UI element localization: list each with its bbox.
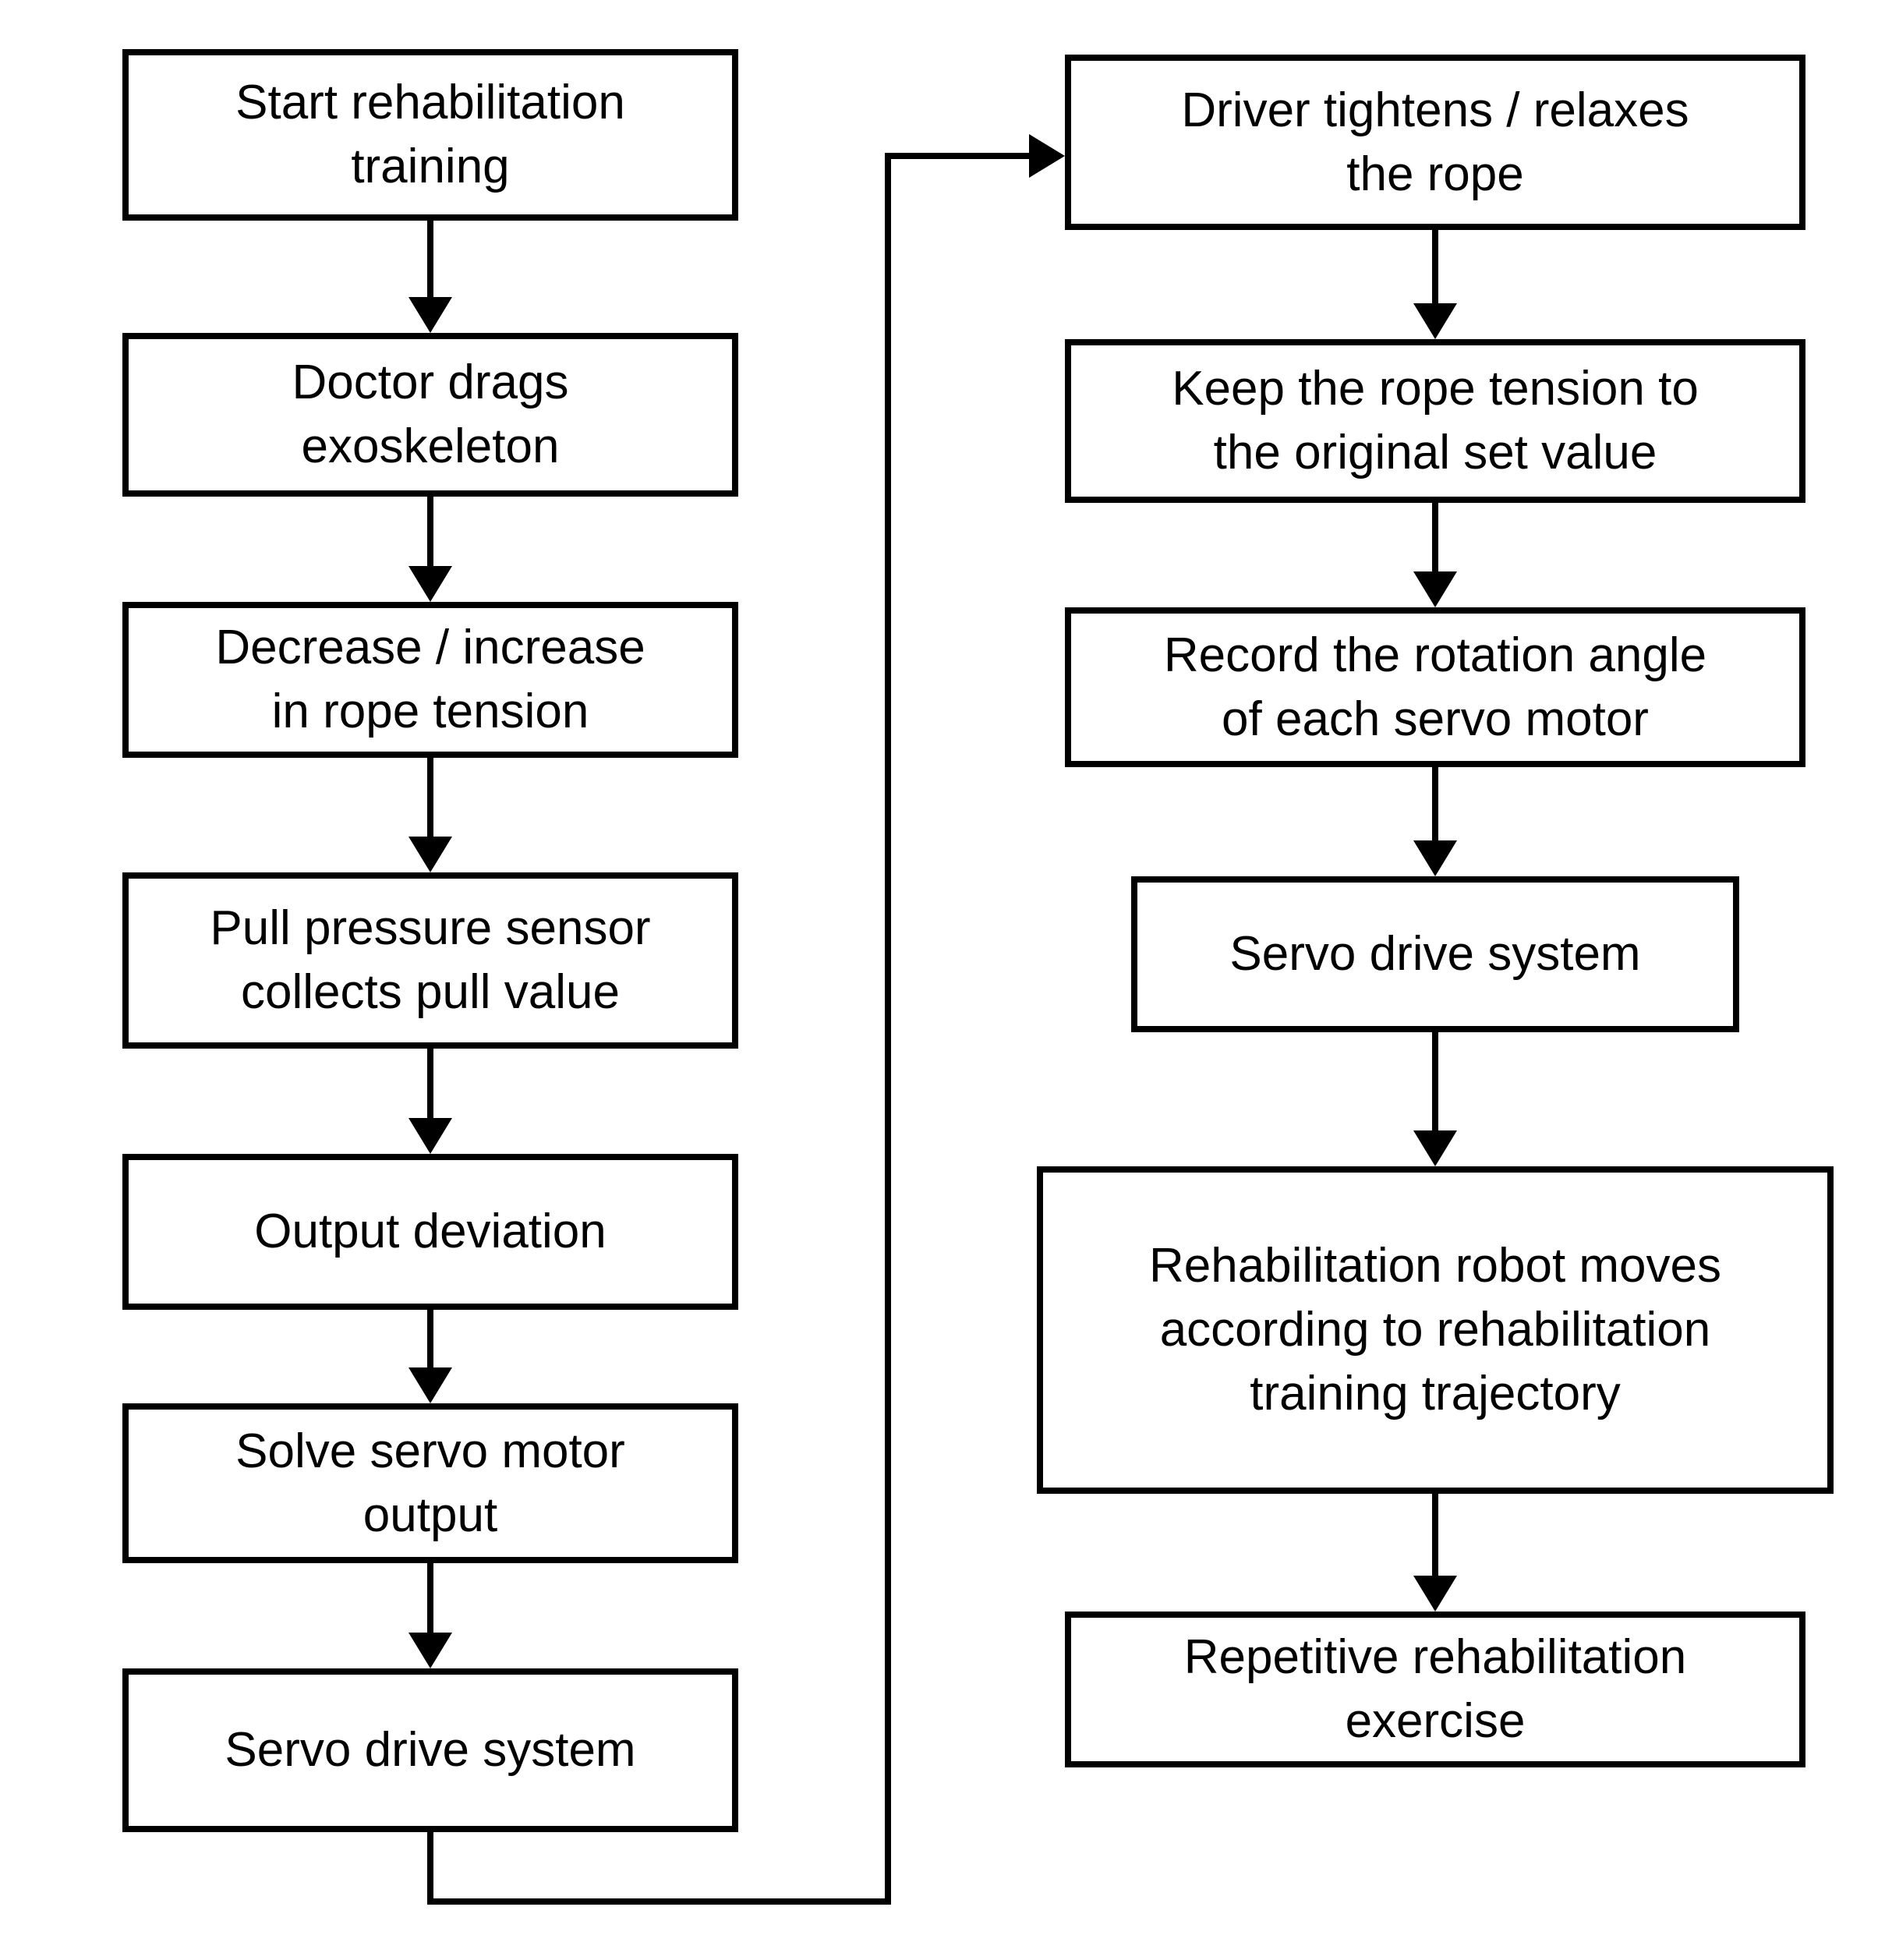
arrowhead-down-icon xyxy=(408,1118,452,1154)
node-start-rehabilitation-training: Start rehabilitation training xyxy=(122,49,738,221)
arrow-record-to-servo-drive xyxy=(1413,767,1457,876)
arrowhead-down-icon xyxy=(1413,840,1457,876)
node-decrease-increase-rope-tension: Decrease / increase in rope tension xyxy=(122,602,738,758)
node-solve-servo-motor-output: Solve servo motor output xyxy=(122,1403,738,1563)
arrow-robot-moves-to-repetitive xyxy=(1413,1494,1457,1612)
node-driver-tightens-relaxes-rope: Driver tightens / relaxes the rope xyxy=(1065,55,1805,230)
arrow-stem xyxy=(1432,503,1438,573)
node-record-rotation-angle: Record the rotation angle of each servo … xyxy=(1065,607,1805,767)
arrow-start-to-doctor xyxy=(408,221,452,333)
arrow-stem xyxy=(1432,767,1438,842)
arrow-stem xyxy=(427,221,433,299)
arrow-stem xyxy=(427,1049,433,1120)
arrow-stem xyxy=(1432,230,1438,305)
connector-arrow-into-driver xyxy=(885,134,1065,178)
arrow-stem xyxy=(1432,1032,1438,1132)
arrowhead-down-icon xyxy=(1413,571,1457,607)
node-servo-drive-system-right: Servo drive system xyxy=(1131,876,1739,1032)
arrow-servo-drive-to-robot-moves xyxy=(1413,1032,1457,1166)
arrowhead-down-icon xyxy=(408,837,452,872)
node-rehabilitation-robot-moves: Rehabilitation robot moves according to … xyxy=(1037,1166,1834,1494)
connector-up-segment xyxy=(885,153,891,1905)
arrow-stem xyxy=(885,153,1031,159)
arrow-stem xyxy=(427,1310,433,1369)
arrow-doctor-to-decrease xyxy=(408,497,452,602)
arrow-sensor-to-deviation xyxy=(408,1049,452,1154)
arrowhead-down-icon xyxy=(1413,1576,1457,1612)
node-output-deviation: Output deviation xyxy=(122,1154,738,1310)
arrow-deviation-to-solve xyxy=(408,1310,452,1403)
node-pull-pressure-sensor: Pull pressure sensor collects pull value xyxy=(122,872,738,1049)
arrow-keep-to-record xyxy=(1413,503,1457,607)
arrow-solve-to-servo-drive xyxy=(408,1563,452,1668)
arrowhead-down-icon xyxy=(1413,1130,1457,1166)
arrow-stem xyxy=(427,497,433,568)
arrow-stem xyxy=(1432,1494,1438,1577)
node-doctor-drags-exoskeleton: Doctor drags exoskeleton xyxy=(122,333,738,497)
arrowhead-down-icon xyxy=(408,566,452,602)
node-repetitive-rehabilitation-exercise: Repetitive rehabilitation exercise xyxy=(1065,1612,1805,1767)
arrow-stem xyxy=(427,1563,433,1634)
arrow-driver-to-keep xyxy=(1413,230,1457,339)
arrowhead-down-icon xyxy=(1413,303,1457,339)
arrowhead-down-icon xyxy=(408,297,452,333)
node-keep-rope-tension: Keep the rope tension to the original se… xyxy=(1065,339,1805,503)
arrowhead-right-icon xyxy=(1029,134,1065,178)
connector-bottom-segment xyxy=(427,1898,891,1905)
connector-down-segment xyxy=(427,1832,433,1905)
arrowhead-down-icon xyxy=(408,1633,452,1668)
node-servo-drive-system-left: Servo drive system xyxy=(122,1668,738,1832)
arrow-stem xyxy=(427,758,433,838)
arrow-decrease-to-sensor xyxy=(408,758,452,872)
arrowhead-down-icon xyxy=(408,1367,452,1403)
